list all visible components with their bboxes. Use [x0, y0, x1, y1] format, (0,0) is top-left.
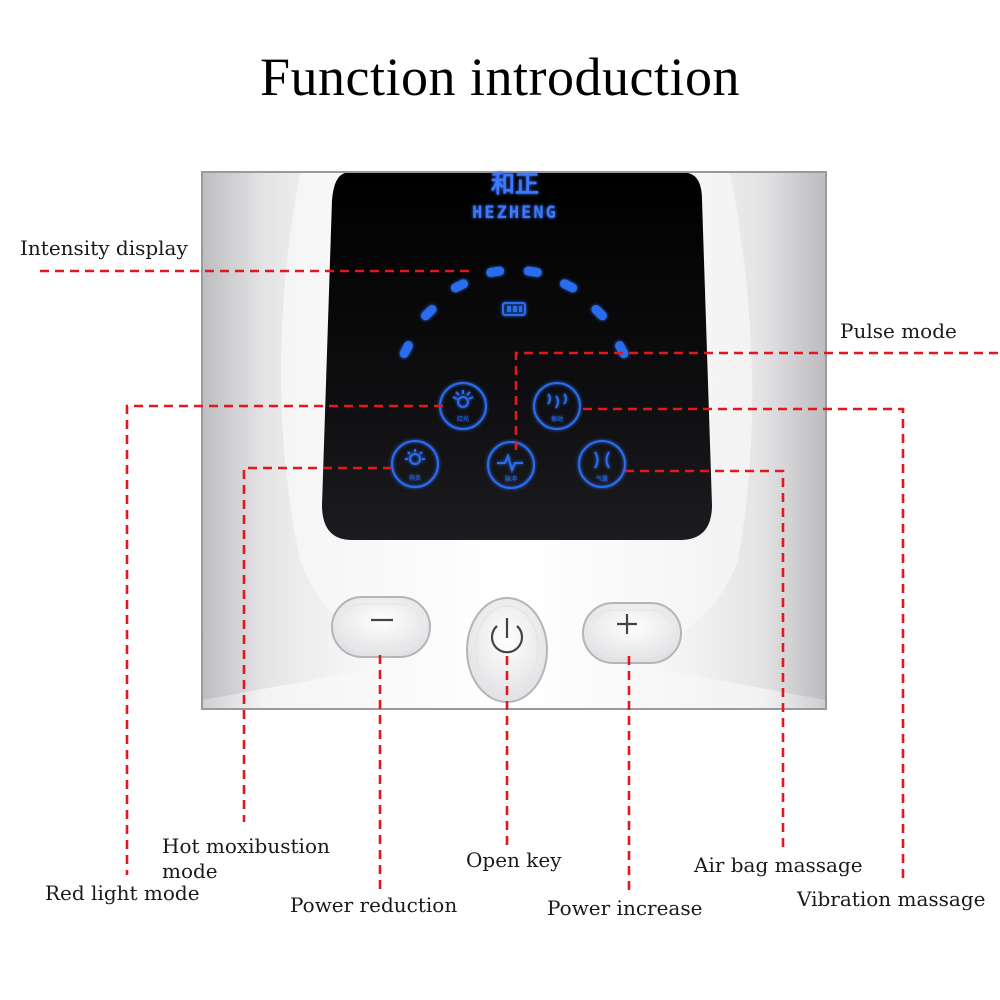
callout-vibration: [583, 407, 905, 880]
callout-red-light: [125, 404, 443, 875]
intensity-segment: [421, 304, 437, 321]
intensity-segment: [486, 266, 505, 277]
plus-icon: [617, 614, 637, 634]
pulse-caption: 脉冲: [505, 475, 517, 483]
intensity-segment: [615, 341, 629, 359]
intensity-segment: [399, 341, 413, 359]
page-title: Function introduction: [260, 47, 740, 107]
label-air-bag-massage: Air bag massage: [694, 853, 863, 877]
hot-moxibustion-button[interactable]: 热灸: [391, 440, 439, 488]
callout-lines: [40, 269, 998, 895]
label-power-reduction: Power reduction: [290, 893, 458, 917]
pulse-button[interactable]: 脉冲: [487, 441, 535, 489]
red-light-caption: 红光: [457, 415, 469, 423]
hot-caption: 热灸: [409, 474, 421, 482]
label-intensity-display: Intensity display: [20, 236, 188, 260]
label-power-increase: Power increase: [547, 896, 703, 920]
label-pulse-mode: Pulse mode: [840, 319, 957, 343]
label-hot-moxibustion-2: mode: [162, 859, 218, 883]
label-red-light-mode: Red light mode: [45, 881, 200, 905]
label-open-key: Open key: [466, 848, 562, 872]
label-hot-moxibustion-1: Hot moxibustion: [162, 834, 330, 858]
intensity-segment: [560, 279, 578, 293]
battery-icon: [502, 302, 526, 316]
label-vibration-massage: Vibration massage: [797, 887, 986, 911]
intensity-segment: [450, 279, 468, 293]
callout-pulse: [514, 351, 998, 455]
power-icon: [490, 618, 524, 654]
vibration-caption: 振动: [551, 415, 563, 423]
intensity-segment: [591, 304, 607, 321]
airbag-caption: 气囊: [596, 475, 608, 483]
intensity-arc: [399, 266, 629, 359]
intensity-segment: [523, 266, 542, 277]
callout-airbag: [625, 469, 785, 850]
plus-button[interactable]: [582, 602, 682, 664]
brand-logo-cn: 和正: [491, 170, 539, 198]
brand-logo-en: HEZHENG: [472, 203, 558, 223]
vibration-button[interactable]: 振动: [533, 382, 581, 430]
airbag-button[interactable]: 气囊: [578, 440, 626, 488]
callout-hot: [242, 466, 392, 822]
minus-button[interactable]: [331, 596, 431, 658]
